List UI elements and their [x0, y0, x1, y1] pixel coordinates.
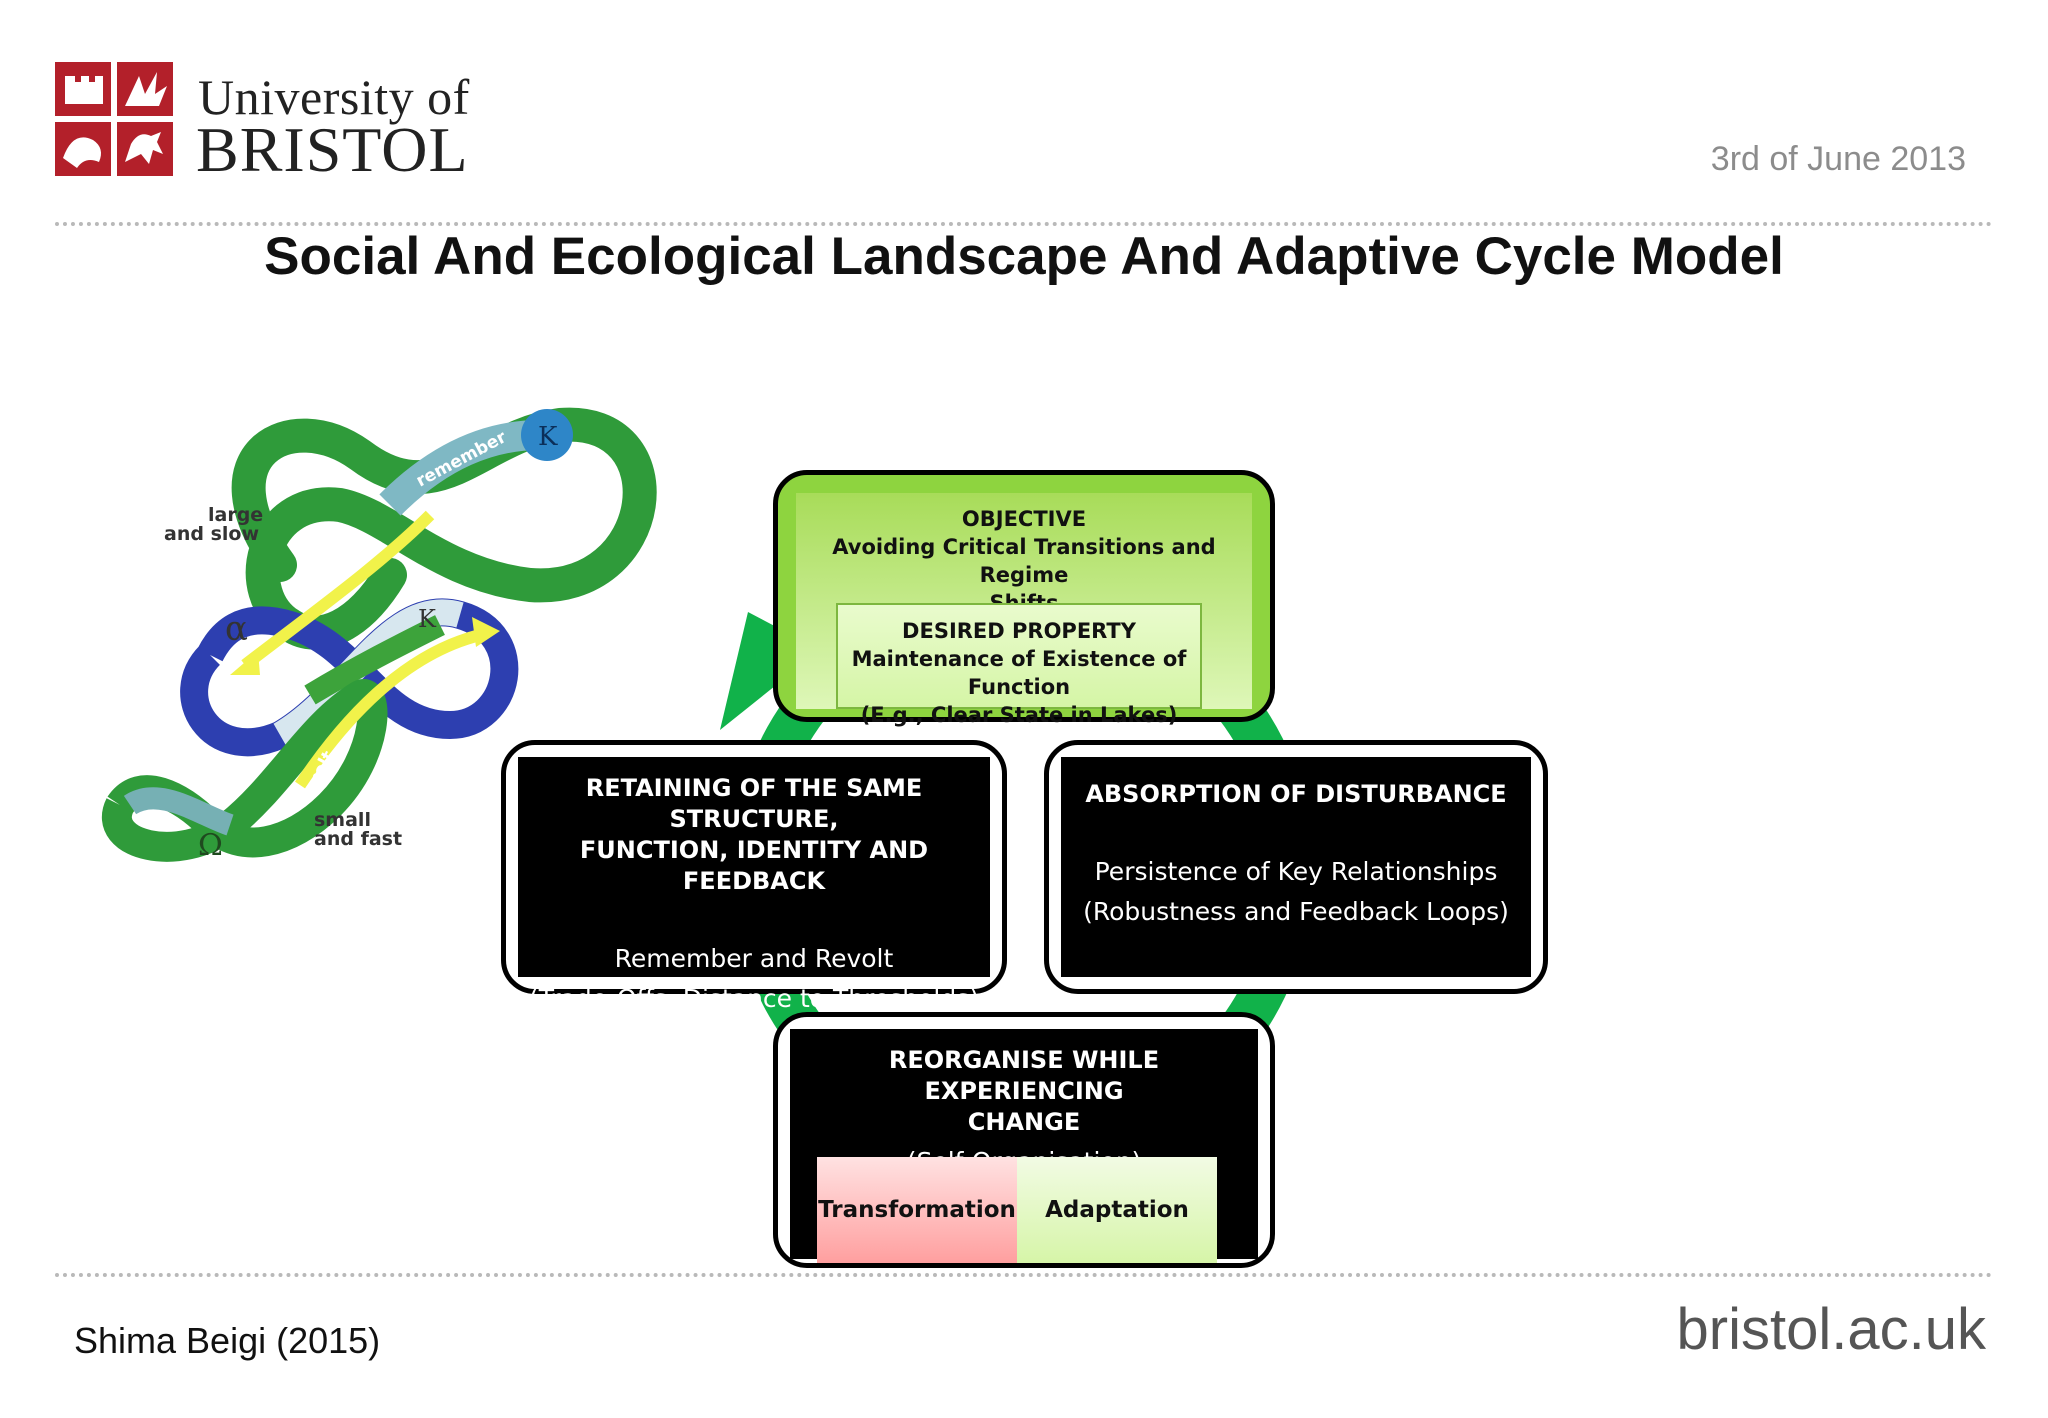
university-name-line2: BRISTOL [196, 114, 469, 185]
adaptive-cycle-figure: remember K K α revolt Ω [102, 407, 657, 863]
yellow-arrow-upper [241, 510, 435, 670]
retaining-body-line1: Remember and Revolt [614, 944, 894, 973]
retaining-body-line2: (Trade-Offs, Distance to Thresholds) [528, 984, 980, 1013]
label-alpha: α [225, 609, 248, 649]
retaining-box: RETAINING OF THE SAME STRUCTURE, FUNCTIO… [501, 740, 1007, 1013]
absorption-body-line2: (Robustness and Feedback Loops) [1083, 897, 1509, 926]
label-large: large [208, 504, 264, 526]
university-name-line1: University of [198, 69, 470, 125]
desired-heading: DESIRED PROPERTY [902, 619, 1136, 643]
desired-line1: Maintenance of Existence of Function [851, 647, 1187, 699]
upper-loop [231, 407, 657, 650]
slide-title: Social And Ecological Landscape And Adap… [264, 227, 1784, 286]
author-credit: Shima Beigi (2015) [74, 1320, 381, 1361]
objective-line1: Avoiding Critical Transitions and Regime [832, 535, 1216, 587]
objective-panel: OBJECTIVE Avoiding Critical Transitions … [796, 493, 1252, 727]
k-node-top [521, 409, 573, 461]
bottom-dotted-divider [55, 1273, 1993, 1277]
reorganise-heading-line1: REORGANISE WHILE EXPERIENCING [888, 1046, 1160, 1105]
label-and-slow: and slow [164, 523, 259, 545]
objective-box: OBJECTIVE Avoiding Critical Transitions … [773, 470, 1275, 727]
reorganise-heading-line2: CHANGE [967, 1108, 1081, 1136]
absorption-heading: ABSORPTION OF DISTURBANCE [1085, 780, 1507, 808]
adaptation-cell: Adaptation [1017, 1157, 1217, 1263]
absorption-box: ABSORPTION OF DISTURBANCE Persistence of… [1044, 740, 1548, 994]
desired-line2: (E.g., Clear State in Lakes) [860, 703, 1178, 727]
label-k-mid: K [418, 605, 437, 633]
label-small: small [314, 809, 371, 831]
retaining-heading-line1: RETAINING OF THE SAME STRUCTURE, [585, 774, 923, 833]
absorption-body-line1: Persistence of Key Relationships [1094, 857, 1498, 886]
retaining-panel: RETAINING OF THE SAME STRUCTURE, FUNCTIO… [518, 757, 990, 1013]
retaining-heading-line2: FUNCTION, IDENTITY AND FEEDBACK [579, 836, 929, 895]
transformation-cell: Transformation [817, 1157, 1017, 1263]
date-label: 3rd of June 2013 [1710, 140, 1966, 178]
yellow-arrow-lower [295, 629, 482, 789]
label-and-fast: and fast [314, 828, 403, 850]
desired-property-panel: DESIRED PROPERTY Maintenance of Existenc… [836, 603, 1202, 727]
university-crest-logo [55, 62, 173, 176]
top-dotted-divider [55, 222, 1993, 226]
absorption-panel: ABSORPTION OF DISTURBANCE Persistence of… [1061, 757, 1531, 977]
label-omega: Ω [198, 828, 223, 863]
site-url: bristol.ac.uk [1676, 1297, 1986, 1362]
label-k-top: K [538, 422, 558, 452]
objective-heading: OBJECTIVE [961, 507, 1087, 531]
